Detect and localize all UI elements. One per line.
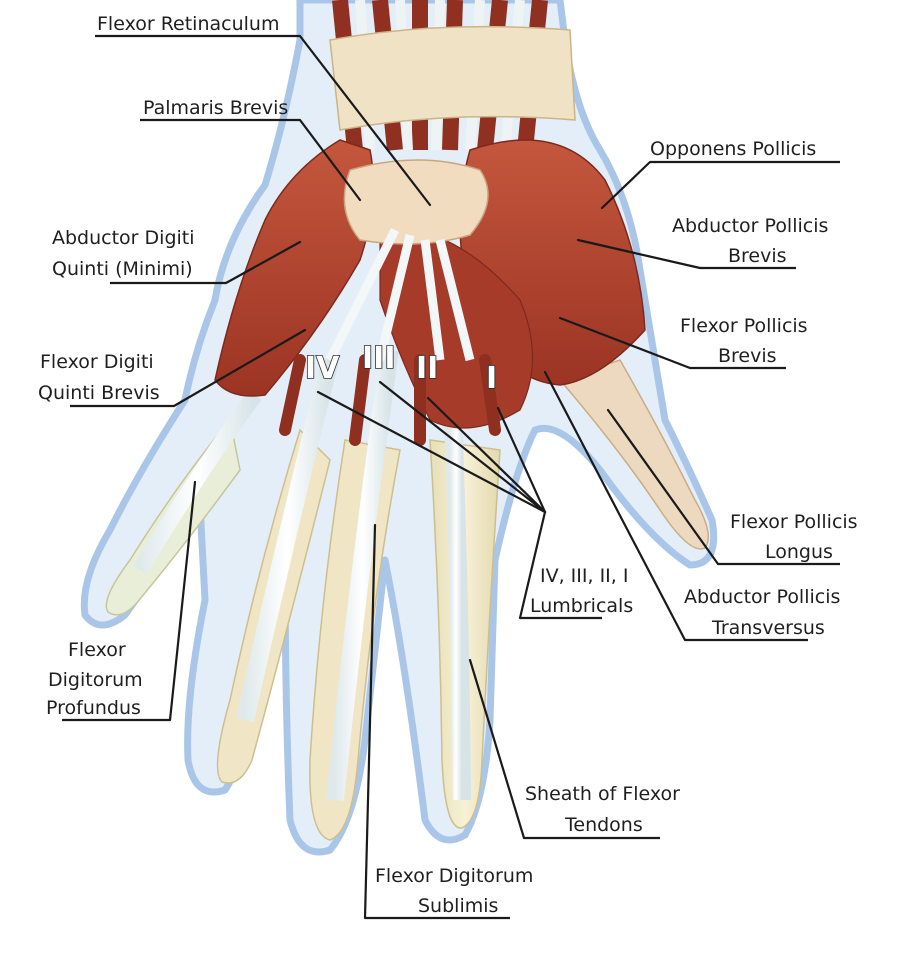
numeral-ii: II: [416, 351, 438, 386]
label-flexor-pollicis-brevis-line2: Brevis: [718, 345, 777, 367]
label-flexor-digitorum-profundus-line1: Flexor: [68, 639, 126, 661]
label-flexor-pollicis-longus-line2: Longus: [765, 541, 833, 563]
label-lumbricals-line1: IV, III, II, I: [540, 565, 628, 587]
label-palmaris-brevis: Palmaris Brevis: [143, 97, 288, 119]
label-abductor-pollicis-brevis-line2: Brevis: [728, 245, 787, 267]
label-flexor-digitorum-profundus-line3: Profundus: [46, 697, 141, 719]
flexor-retinaculum-band: [329, 25, 576, 131]
lumbrical-iv: [279, 354, 306, 436]
labels: Flexor Retinaculum Palmaris Brevis Oppon…: [38, 13, 858, 917]
ring-finger-tendon: [236, 357, 339, 722]
lumbrical-i: [479, 354, 501, 436]
label-flexor-digitorum-sublimis-line1: Flexor Digitorum: [375, 865, 533, 887]
label-flexor-digitorum-sublimis-line2: Sublimis: [418, 895, 498, 917]
label-abductor-pollicis-transversus-line2: Transversus: [711, 617, 825, 639]
numeral-i: I: [486, 361, 497, 396]
label-lumbricals-line2: Lumbricals: [530, 595, 633, 617]
label-flexor-pollicis-longus-line1: Flexor Pollicis: [730, 511, 858, 533]
numeral-iii: III: [362, 341, 396, 376]
hand-illustration: [80, 0, 718, 856]
label-sheath-of-flexor-tendons-line1: Sheath of Flexor: [525, 783, 680, 805]
label-flexor-digiti-quinti-brevis-line1: Flexor Digiti: [40, 351, 154, 373]
numeral-iv: IV: [305, 351, 340, 386]
label-sheath-of-flexor-tendons-line2: Tendons: [564, 814, 643, 836]
lumbrical-iii: [349, 354, 371, 446]
label-abductor-pollicis-transversus-line1: Abductor Pollicis: [684, 586, 840, 608]
little-finger-tendon: [133, 390, 262, 575]
lumbrical-numerals: IV III II I: [304, 340, 498, 397]
palm-tendons: [325, 227, 475, 363]
thumb: [558, 359, 710, 550]
label-flexor-pollicis-brevis-line1: Flexor Pollicis: [680, 315, 808, 337]
middle-finger-tendon: [326, 348, 399, 801]
palmaris-brevis-band: [343, 159, 489, 245]
label-flexor-digiti-quinti-brevis-line2: Quinti Brevis: [38, 382, 160, 404]
label-opponens-pollicis: Opponens Pollicis: [650, 138, 816, 160]
label-flexor-retinaculum: Flexor Retinaculum: [97, 13, 279, 35]
label-flexor-digitorum-profundus-line2: Digitorum: [48, 669, 143, 691]
label-abductor-digiti-quinti-line2: Quinti (Minimi): [52, 258, 193, 280]
leader-lines: [62, 34, 840, 920]
label-abductor-pollicis-brevis-line1: Abductor Pollicis: [672, 215, 828, 237]
label-abductor-digiti-quinti-line1: Abductor Digiti: [52, 227, 195, 249]
